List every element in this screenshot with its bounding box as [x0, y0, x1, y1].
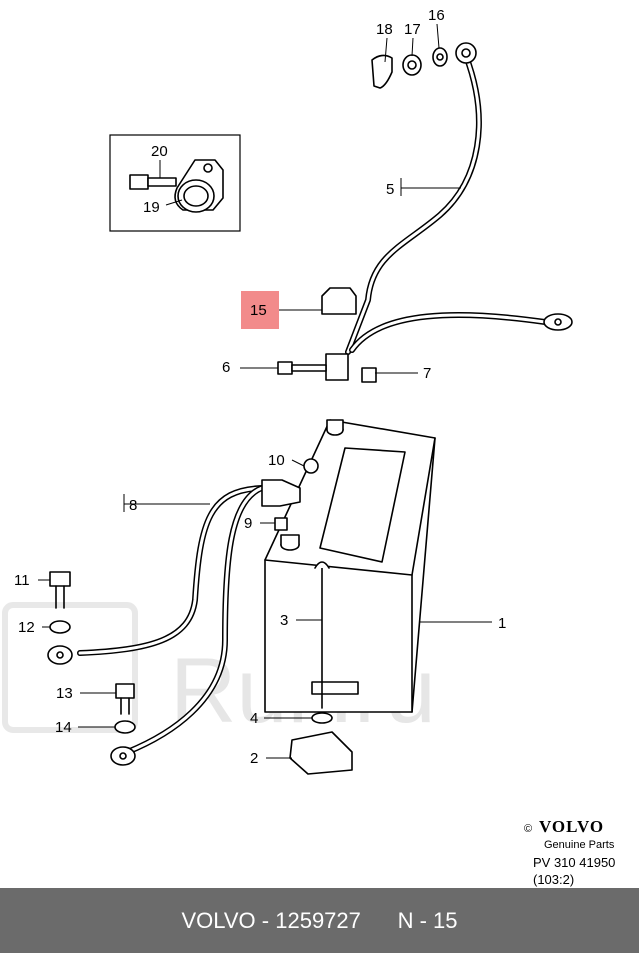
- callout-19: 19: [143, 199, 160, 216]
- callout-14: 14: [55, 719, 72, 736]
- drawing-ref: (103:2): [533, 872, 574, 887]
- inset-clamp-detail: [109, 134, 241, 232]
- callout-5: 5: [386, 181, 394, 198]
- footer-position: N - 15: [397, 907, 458, 933]
- footer-part-number: 1259727: [275, 907, 361, 933]
- callout-9: 9: [244, 515, 252, 532]
- footer-bar: VOLVO - 1259727 N - 15: [0, 888, 639, 953]
- callout-10: 10: [268, 452, 285, 469]
- callout-4: 4: [250, 710, 258, 727]
- copyright-mark: ©: [524, 823, 532, 835]
- callout-labels: 18 17 16 5 20 19 15 6 7 10 8 9 11 12 13 …: [14, 7, 506, 767]
- callout-17: 17: [404, 21, 421, 38]
- callout-13: 13: [56, 685, 73, 702]
- logo-brand: VOLVO: [539, 817, 604, 836]
- callout-7: 7: [423, 365, 431, 382]
- leader-lines: [38, 23, 492, 759]
- battery-cable-negative: [47, 458, 319, 766]
- callout-3: 3: [280, 612, 288, 629]
- terminal-cover: [277, 287, 377, 383]
- callout-11: 11: [14, 572, 30, 589]
- logo-subtitle: Genuine Parts: [544, 839, 615, 851]
- parts-diagram: Ruli.ru: [2, 7, 615, 887]
- bolts: [49, 571, 136, 734]
- battery: [264, 419, 436, 713]
- footer-sep: -: [255, 907, 276, 933]
- callout-1: 1: [498, 615, 506, 632]
- callout-18: 18: [376, 21, 393, 38]
- callout-20: 20: [151, 143, 168, 160]
- volvo-logo: © VOLVO Genuine Parts PV 310 41950 (103:…: [524, 817, 615, 887]
- callout-12: 12: [18, 619, 35, 636]
- footer-brand: VOLVO: [181, 907, 256, 933]
- battery-cable-positive: [345, 42, 573, 355]
- callout-2: 2: [250, 750, 258, 767]
- callout-15: 15: [250, 302, 267, 319]
- footer-gap: [361, 908, 398, 934]
- drawing-code: PV 310 41950: [533, 855, 615, 870]
- callout-16: 16: [428, 7, 445, 24]
- highlight-box: [241, 291, 279, 329]
- callout-6: 6: [222, 359, 230, 376]
- callout-8: 8: [129, 497, 137, 514]
